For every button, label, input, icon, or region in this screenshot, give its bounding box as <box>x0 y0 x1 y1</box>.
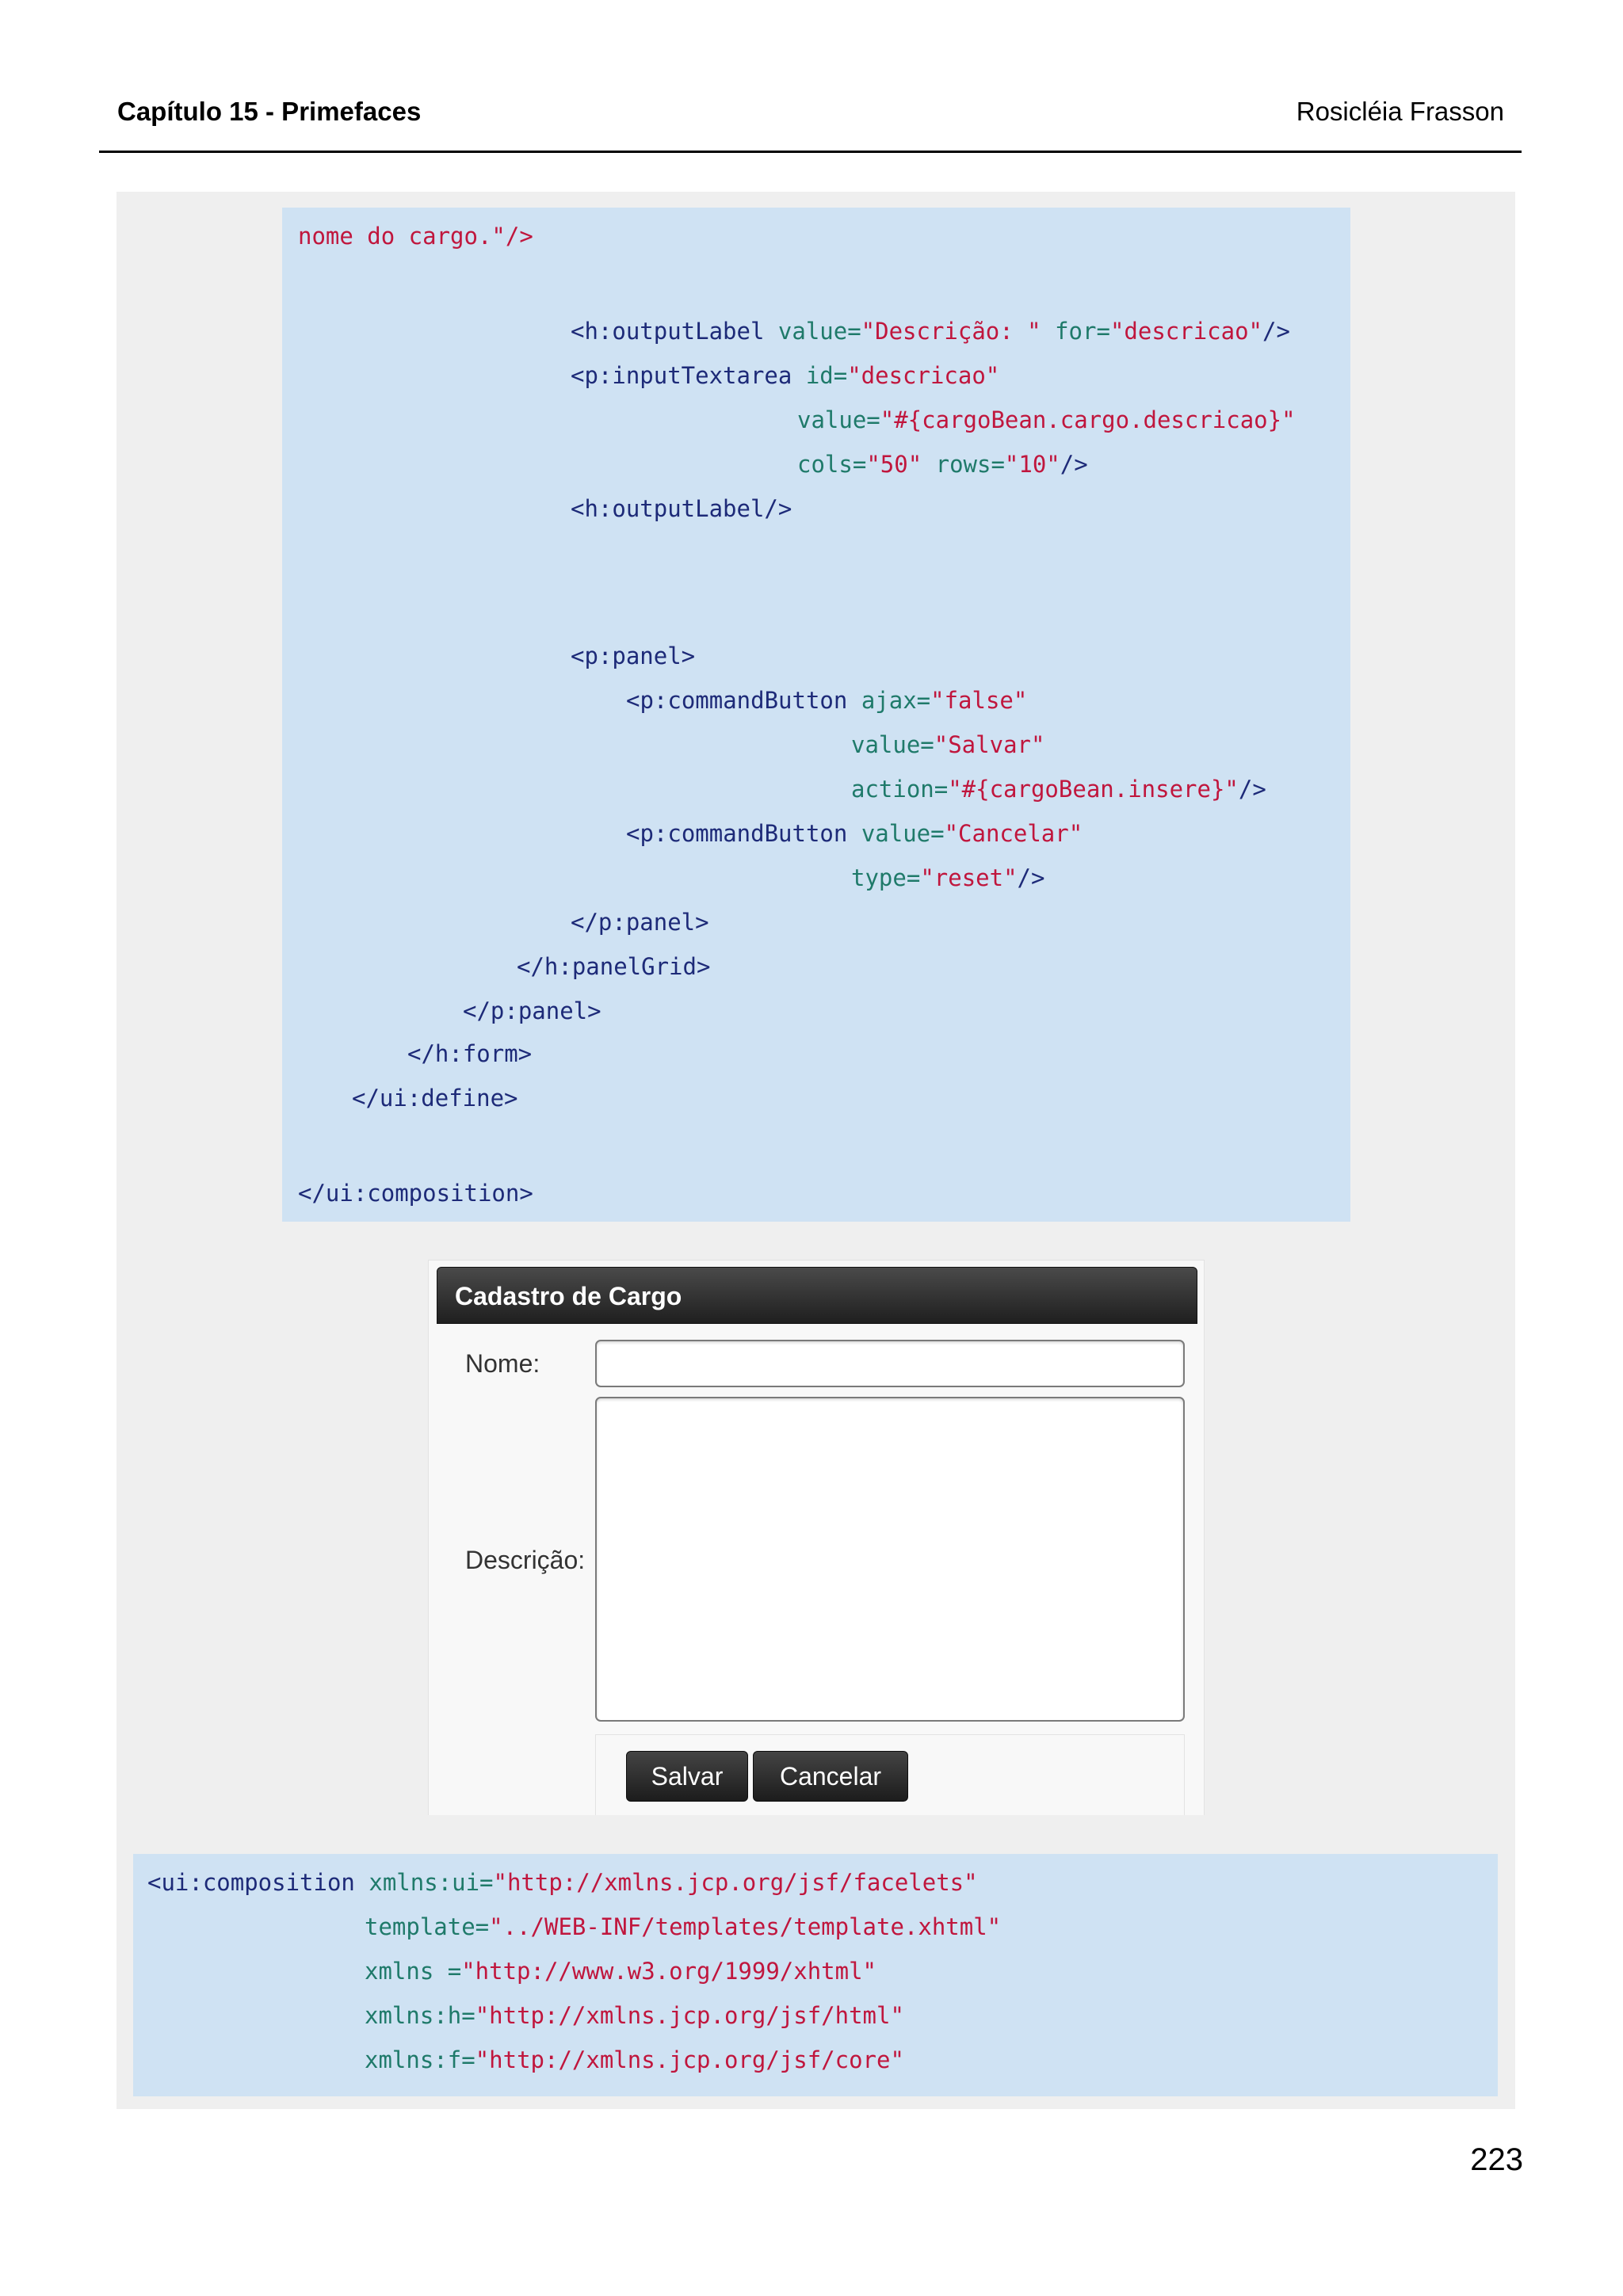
code-block-1-line: value="#{cargoBean.cargo.descricao}" <box>797 404 1296 436</box>
code-block-1-line: <p:panel> <box>571 640 695 672</box>
code-block-2-token: "http://xmlns.jcp.org/jsf/html" <box>475 2002 904 2029</box>
code-block-1-token: </h:form> <box>407 1040 533 1067</box>
code-block-2: <ui:composition xmlns:ui="http://xmlns.j… <box>133 1854 1498 2096</box>
code-block-1-token: value= <box>847 820 945 847</box>
code-block-1-line: </ui:define> <box>352 1082 518 1114</box>
code-block-1-token: </p:panel> <box>571 909 709 936</box>
code-block-1-token: /> <box>1238 776 1266 803</box>
code-block-2-token: "http://xmlns.jcp.org/jsf/facelets" <box>493 1869 978 1896</box>
code-block-1-line: </h:form> <box>407 1038 532 1070</box>
code-block-1-token: value= <box>797 406 880 433</box>
code-block-1-token: for= <box>1041 318 1110 345</box>
code-block-2-line: <ui:composition xmlns:ui="http://xmlns.j… <box>147 1867 978 1898</box>
code-block-1-token: <h:outputLabel/> <box>571 495 792 522</box>
code-block-2-token: <ui:composition <box>147 1869 355 1896</box>
code-block-1-token: <p:commandButton <box>626 687 848 714</box>
code-block-2-token: xmlns:f= <box>365 2046 475 2073</box>
code-block-2-token: "http://xmlns.jcp.org/jsf/core" <box>475 2046 904 2073</box>
code-block-1-token: nome do cargo."/> <box>298 223 533 250</box>
code-block-1-token: </h:panelGrid> <box>517 953 711 980</box>
code-block-1-token: /> <box>1017 864 1045 891</box>
code-block-1-line: action="#{cargoBean.insere}"/> <box>851 773 1266 805</box>
code-block-1-token: "Descrição: " <box>861 318 1041 345</box>
code-block-1-line: </h:panelGrid> <box>517 951 710 982</box>
code-block-1-line: </ui:composition> <box>298 1177 533 1209</box>
code-block-1-token: <p:inputTextarea <box>571 362 792 389</box>
code-block-1-line: <p:commandButton ajax="false" <box>626 685 1027 716</box>
code-block-1-token: </p:panel> <box>463 997 601 1024</box>
code-block-1-token: "false" <box>930 687 1028 714</box>
nome-label: Nome: <box>465 1349 540 1378</box>
code-block-1-token: rows= <box>922 451 1005 478</box>
code-block-1-token: <p:commandButton <box>626 820 848 847</box>
code-block-1-line: <h:outputLabel value="Descrição: " for="… <box>571 315 1290 347</box>
code-block-1-line: cols="50" rows="10"/> <box>797 448 1088 480</box>
code-block-1: nome do cargo."/><h:outputLabel value="D… <box>282 208 1350 1222</box>
code-block-1-token: /> <box>1262 318 1290 345</box>
code-block-1-line: <p:commandButton value="Cancelar" <box>626 818 1083 849</box>
button-panel: Salvar Cancelar <box>595 1734 1185 1815</box>
code-block-2-token: "../WEB-INF/templates/template.xhtml" <box>489 1913 1002 1940</box>
code-block-1-token: <p:panel> <box>571 643 696 669</box>
code-block-1-token: cols= <box>797 451 867 478</box>
code-block-2-token: "http://www.w3.org/1999/xhtml" <box>461 1958 877 1985</box>
form-titlebar: Cadastro de Cargo <box>437 1267 1197 1324</box>
code-block-2-line: xmlns:f="http://xmlns.jcp.org/jsf/core" <box>365 2044 904 2076</box>
code-block-1-line: <p:inputTextarea id="descricao" <box>571 360 999 391</box>
code-block-1-token: "reset" <box>920 864 1018 891</box>
cancel-button[interactable]: Cancelar <box>753 1751 908 1802</box>
code-block-1-token: "50" <box>866 451 922 478</box>
code-block-1-token: type= <box>851 864 921 891</box>
code-block-1-line: <h:outputLabel/> <box>571 493 792 524</box>
code-block-2-token: xmlns:ui= <box>354 1869 494 1896</box>
code-block-1-token: /> <box>1060 451 1088 478</box>
code-block-1-token: value= <box>851 731 934 758</box>
code-block-1-token: "#{cargoBean.insere}" <box>948 776 1239 803</box>
code-block-1-token: "Salvar" <box>934 731 1045 758</box>
page-number: 223 <box>1470 2142 1523 2177</box>
save-button[interactable]: Salvar <box>626 1751 748 1802</box>
code-block-1-token: ajax= <box>847 687 931 714</box>
code-block-1-token: </ui:define> <box>352 1085 518 1112</box>
code-block-1-token: id= <box>792 362 848 389</box>
code-block-1-token: </ui:composition> <box>298 1180 533 1207</box>
code-block-1-line: </p:panel> <box>463 995 601 1027</box>
form-title: Cadastro de Cargo <box>455 1282 682 1310</box>
code-block-1-line: value="Salvar" <box>851 729 1044 761</box>
descricao-textarea[interactable] <box>595 1397 1185 1722</box>
code-block-2-line: xmlns ="http://www.w3.org/1999/xhtml" <box>365 1955 876 1987</box>
code-block-1-line: nome do cargo."/> <box>298 220 533 252</box>
code-block-1-token: "10" <box>1004 451 1060 478</box>
code-block-1-token: value= <box>764 318 861 345</box>
nome-input[interactable] <box>595 1340 1185 1387</box>
code-block-1-token: "descricao" <box>847 362 1000 389</box>
code-block-1-token: action= <box>851 776 949 803</box>
code-block-1-token: "#{cargoBean.cargo.descricao}" <box>880 406 1296 433</box>
chapter-title: Capítulo 15 - Primefaces <box>117 97 422 126</box>
header-rule <box>99 151 1522 153</box>
descricao-label: Descrição: <box>465 1546 586 1574</box>
code-block-2-token: template= <box>365 1913 490 1940</box>
form-screenshot: Cadastro de Cargo Nome: Descrição: Salva… <box>428 1260 1205 1815</box>
code-block-1-line: </p:panel> <box>571 906 709 938</box>
code-block-2-line: template="../WEB-INF/templates/template.… <box>365 1911 1001 1943</box>
author-name: Rosicléia Frasson <box>1296 97 1504 126</box>
code-block-2-token: xmlns:h= <box>365 2002 475 2029</box>
code-block-2-line: xmlns:h="http://xmlns.jcp.org/jsf/html" <box>365 2000 904 2031</box>
code-block-1-token: "descricao" <box>1109 318 1263 345</box>
code-block-1-token: <h:outputLabel <box>571 318 765 345</box>
code-block-2-token: xmlns = <box>365 1958 462 1985</box>
code-block-1-token: "Cancelar" <box>944 820 1083 847</box>
code-block-1-line: type="reset"/> <box>851 862 1044 894</box>
